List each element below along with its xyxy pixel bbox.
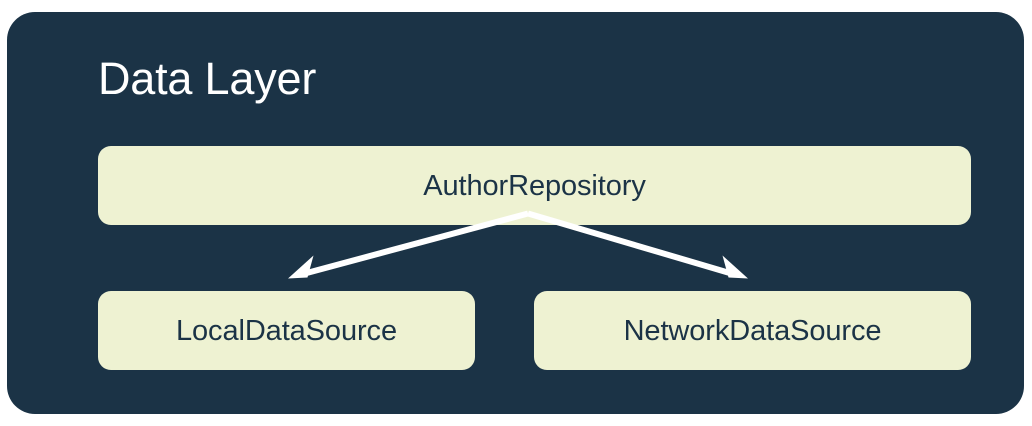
page-title: Data Layer — [98, 53, 317, 104]
node-author-repository[interactable]: AuthorRepository — [98, 146, 971, 225]
node-local-data-source[interactable]: LocalDataSource — [98, 291, 475, 370]
data-layer-panel: Data Layer AuthorRepository LocalDataSou… — [7, 12, 1024, 414]
node-network-data-source[interactable]: NetworkDataSource — [534, 291, 971, 370]
